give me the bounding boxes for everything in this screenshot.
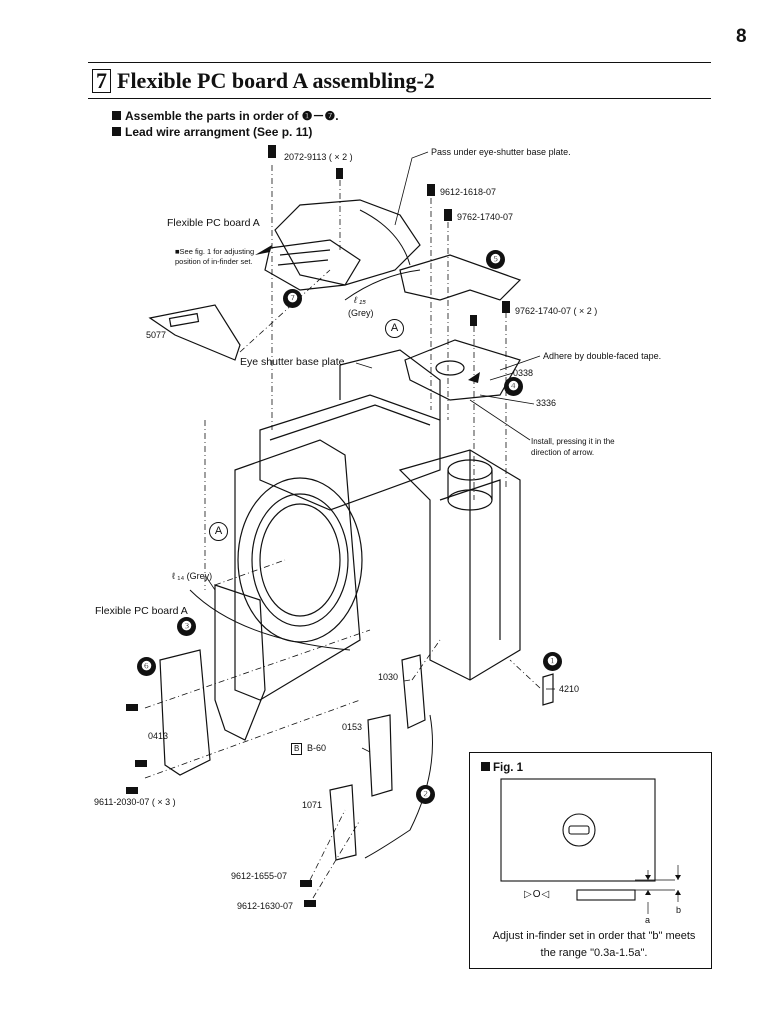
screw-9611-a-icon xyxy=(126,704,138,711)
callout-screw-9612-1630: 9612-1630-07 xyxy=(237,901,294,911)
screw-9762-a-icon xyxy=(444,209,452,221)
callout-lead-grey-top-a: ℓ ₁₅ xyxy=(354,295,366,305)
callout-screw-9612-1618: 9612-1618-07 xyxy=(440,187,497,197)
lens-mount-inner xyxy=(251,493,349,627)
title-rule-bottom xyxy=(88,98,711,99)
callout-pass-under: Pass under eye-shutter base plate. xyxy=(431,147,571,157)
eye-shutter-base-plate-shape xyxy=(404,339,521,401)
page-number: 8 xyxy=(736,26,747,47)
callout-part-0338: 0338 xyxy=(513,368,534,378)
callout-screw-9762-a: 9762-1740-07 xyxy=(457,212,514,222)
screw-9611-c-icon xyxy=(126,787,138,794)
callout-install-press: Install, pressing it in the direction of… xyxy=(531,437,615,457)
fig1-dim-b: b xyxy=(676,905,682,915)
screw-2072-icon xyxy=(268,145,276,158)
screw-9612-1630-icon xyxy=(304,900,316,907)
prism-housing xyxy=(339,349,441,420)
body-front-plate xyxy=(234,439,361,701)
mirror-box-top xyxy=(259,394,441,511)
bullet-square-icon xyxy=(481,762,490,771)
fig1-caption: Adjust in-finder set in order that "b" m… xyxy=(492,930,696,959)
bullet-square-icon xyxy=(112,111,121,120)
flex-pcb-top-shape xyxy=(274,199,421,286)
callout-part-0413: 0413 xyxy=(148,731,169,741)
callout-screw-9762-b: 9762-1740-07 ( × 2 ) xyxy=(515,306,598,316)
fig1-title: Fig. 1 xyxy=(481,762,523,774)
step-7-badge: ❼ xyxy=(283,289,302,308)
fig1-symbols: ▷O◁ xyxy=(524,889,551,900)
callout-flex-pcb-top: Flexible PC board A xyxy=(167,217,260,229)
adjust-arrow-icon xyxy=(255,245,272,255)
title-rule-top xyxy=(88,62,711,63)
step-5-badge: ❺ xyxy=(486,250,505,269)
lens-mount-outer xyxy=(237,477,363,643)
section-title-text: Flexible PC board A assembling-2 xyxy=(117,68,435,93)
callout-part-0153: 0153 xyxy=(342,722,363,732)
bracket-6-shape xyxy=(159,649,211,776)
screw-9762-c-icon xyxy=(470,315,477,326)
section-number: 7 xyxy=(92,69,111,93)
fig1-box xyxy=(469,752,712,969)
callout-screw-9612-1655: 9612-1655-07 xyxy=(231,871,288,881)
callout-b60: B-60 xyxy=(307,743,327,753)
marker-a-left: A xyxy=(209,522,228,541)
part-1030-shape xyxy=(401,654,426,729)
part-1071-shape xyxy=(329,784,357,861)
callout-lead-grey-left: ℓ ₁₄ (Grey) xyxy=(172,571,213,581)
callout-part-1030: 1030 xyxy=(378,672,399,682)
screw-9612-1655-icon xyxy=(300,880,312,887)
step-1-badge: ❶ xyxy=(543,652,562,671)
screw-9611-b-icon xyxy=(135,760,147,767)
callout-screw-9611: 9611-2030-07 ( × 3 ) xyxy=(94,797,176,807)
press-arrow-icon xyxy=(468,372,480,383)
screw-9762-b-icon xyxy=(502,301,510,313)
callout-screw-2072: 2072-9113 ( × 2 ) xyxy=(284,152,353,162)
step-6-badge: ❻ xyxy=(137,657,156,676)
screw-9612-1618-icon xyxy=(427,184,435,196)
step-3-badge: ❸ xyxy=(177,617,196,636)
callout-part-4210: 4210 xyxy=(559,684,580,694)
plate-5-shape xyxy=(399,254,522,301)
instruction-1: Assemble the parts in order of ❶－❼. xyxy=(112,107,339,124)
callout-adhere: Adhere by double-faced tape. xyxy=(543,351,662,361)
callout-part-1071: 1071 xyxy=(302,800,323,810)
instruction-2: Lead wire arrangment (See p. 11) xyxy=(112,125,312,139)
part-0153-shape xyxy=(367,714,393,797)
callout-flex-pcb-left: Flexible PC board A xyxy=(95,605,188,617)
part-5077-shape xyxy=(148,304,241,361)
box-b-label: B xyxy=(291,743,303,755)
step-2-badge: ❷ xyxy=(416,785,435,804)
callout-see-fig1: ■See fig. 1 for adjusting position of in… xyxy=(175,247,255,266)
callout-lead-grey-top-b: (Grey) xyxy=(348,308,374,318)
part-4210-shape xyxy=(542,673,554,706)
screw-2072-b-icon xyxy=(336,168,343,179)
callout-part-5077: 5077 xyxy=(146,330,167,340)
bullet-square-icon xyxy=(112,127,121,136)
step-4-badge: ❹ xyxy=(504,377,523,396)
callout-part-3336: 3336 xyxy=(536,398,557,408)
callout-eye-shutter-plate: Eye shutter base plate xyxy=(240,356,345,368)
marker-a-top: A xyxy=(385,319,404,338)
fig1-dim-a: a xyxy=(645,915,651,925)
flex-pcb-left-shape xyxy=(214,584,266,741)
side-housing xyxy=(398,449,521,681)
in-finder-set-shape xyxy=(264,239,361,291)
